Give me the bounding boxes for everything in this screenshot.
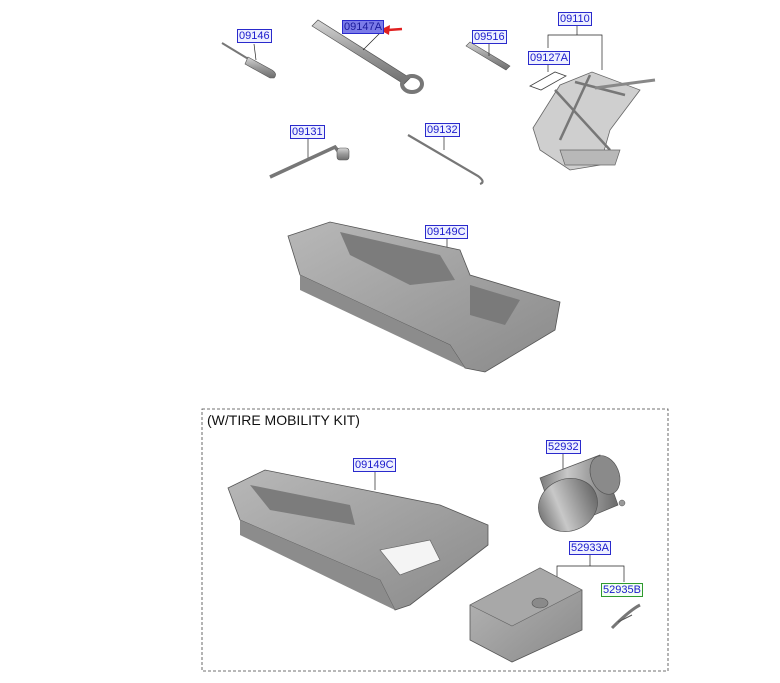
part-label-09131[interactable]: 09131: [290, 125, 325, 139]
kit-title: (W/TIRE MOBILITY KIT): [207, 412, 360, 428]
part-label-09147a[interactable]: 09147A: [342, 20, 384, 34]
wheel-wrench-part: [311, 19, 424, 94]
part-label-09149c-kit-tray[interactable]: 09149C: [353, 458, 396, 472]
kit-tool-tray-part: [227, 469, 489, 611]
sealant-canister-part: [538, 452, 626, 532]
part-label-52933a[interactable]: 52933A: [569, 541, 611, 555]
part-label-09516[interactable]: 09516: [472, 30, 507, 44]
scissor-jack-part: [532, 24, 656, 171]
air-compressor-part: [469, 553, 625, 663]
part-label-52932[interactable]: 52932: [546, 440, 581, 454]
tool-tray-part: [287, 221, 561, 373]
part-label-52935b[interactable]: 52935B: [601, 583, 643, 597]
part-label-09149c-tray[interactable]: 09149C: [425, 225, 468, 239]
screwdriver-part: [221, 42, 276, 79]
selection-arrow: [380, 25, 403, 35]
hook-rod-part: [407, 134, 484, 186]
jack-handle-part: [269, 137, 350, 179]
tire-mobility-kit-box: [201, 408, 669, 672]
part-label-09146[interactable]: 09146: [237, 29, 272, 43]
extension-bar-part: [465, 41, 511, 71]
hose-part: [610, 603, 641, 630]
part-label-09110[interactable]: 09110: [558, 12, 592, 26]
part-label-09127a[interactable]: 09127A: [528, 51, 570, 65]
part-label-09132[interactable]: 09132: [425, 123, 460, 137]
